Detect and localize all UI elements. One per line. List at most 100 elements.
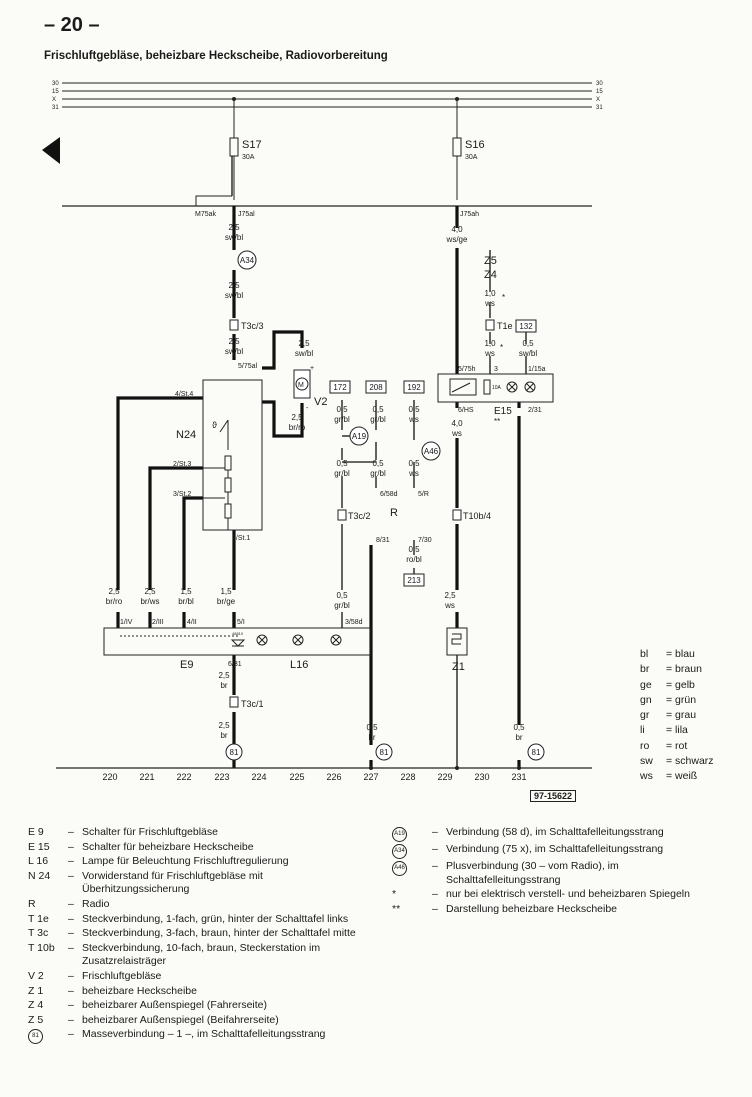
pin-2-st3: 2/St.3 [173,461,191,468]
wire-label: 0,5gr/bl [334,405,350,424]
connector-t10b4: T10b/4 [463,511,491,521]
svg-text:1,0: 1,0 [484,339,496,348]
legend-item: A46–Plusverbindung (30 – vom Radio), im … [392,860,722,887]
svg-text:br/bl: br/bl [178,597,194,606]
wire-label: 1,0ws [484,289,496,308]
color-code-row: bl= blau [640,648,695,660]
svg-text:2,5: 2,5 [228,223,240,232]
connector-t3c2: T3c/2 [348,511,371,521]
box-192: 192 [407,383,421,392]
svg-text:2,5: 2,5 [298,339,310,348]
color-code-legend: bl= blau br= braun ge= gelb gn= grün gr=… [640,647,714,785]
box-208: 208 [369,383,383,392]
wire-label: 0,5br [513,723,525,742]
svg-text:0,5: 0,5 [408,545,420,554]
svg-text:sw/bl: sw/bl [225,233,243,242]
e9-code: 48810 [232,631,244,636]
legend-item: T 10b–Steckverbindung, 10-fach, braun, S… [28,941,321,968]
legend-item: *–nur bei elektrisch verstell- und behei… [392,888,690,901]
wire-label: 0,5gr/bl [334,459,350,478]
bus-label-x-left: X [52,97,56,103]
svg-text:2,5: 2,5 [291,413,303,422]
svg-text:br/ro: br/ro [106,597,123,606]
svg-text:0,5: 0,5 [372,405,384,414]
box-132: 132 [519,322,533,331]
svg-text:1,5: 1,5 [180,587,192,596]
node-a46: A46 [424,447,439,456]
e9-switch-panel [103,627,371,656]
svg-text:0,5: 0,5 [336,405,348,414]
legend-item: Z 1–beheizbare Heckscheibe [28,984,197,997]
wire-label: 4,0ws [451,419,463,438]
wire-label: 1,5br/ge [217,587,236,606]
connector-t3c3: T3c/3 [241,321,264,331]
svg-text:2,5: 2,5 [144,587,156,596]
legend-item: Z 5–beheizbarer Außenspiegel (Beifahrers… [28,1013,279,1026]
wire-label: 2,5br [218,671,230,690]
pin-8-31: 8/31 [376,537,390,544]
svg-text:ro/bl: ro/bl [406,555,422,564]
e9-label: E9 [180,659,193,671]
svg-text:gr/bl: gr/bl [334,469,350,478]
legend-item: T 1e–Steckverbindung, 1-fach, grün, hint… [28,912,349,925]
svg-text:0,5: 0,5 [336,591,348,600]
motor-symbol: M [298,382,304,389]
component-legend: E 9–Schalter für Frischluftgebläse E 15–… [28,826,368,1045]
legend-item: **–Darstellung beheizbare Heckscheibe [392,902,618,915]
svg-text:br: br [368,733,375,742]
z1-heater-symbol [446,627,468,656]
track-number: 225 [289,772,304,782]
ground-81-b: 81 [380,748,389,757]
color-code-row: ws= weiß [640,770,698,783]
v2-motor-box [293,369,311,399]
svg-text:1,0: 1,0 [484,289,496,298]
wire-label: 2,5ws [444,591,456,610]
n24-thermal-icon: ϑ [212,420,217,430]
connector-m75ak: M75ak [195,211,217,218]
node-a19-icon: A19 [392,827,407,842]
svg-text:ws: ws [408,415,419,424]
z1-label: Z1 [452,661,465,673]
l16-label: L16 [290,659,308,671]
svg-text:br: br [220,681,227,690]
track-number: 223 [214,772,229,782]
bus-label-15-right: 15 [596,89,603,95]
node-a34-icon: A34 [392,844,407,859]
wire-label: 0,5ws [408,459,420,478]
wire-label: 0,5br [366,723,378,742]
connector-t3c1: T3c/1 [241,699,264,709]
color-code-row: li= lila [640,724,688,737]
svg-text:gr/bl: gr/bl [370,469,386,478]
wire-label: 2,5br/ro [106,587,123,606]
legend-item: L 16–Lampe für Beleuchtung Frischluftreg… [28,855,289,868]
wire-label: 4,0ws/ge [446,225,468,244]
wire-label: 0,5gr/bl [334,591,350,610]
svg-text:2,5: 2,5 [228,337,240,346]
wire-label: 0,5sw/bl [519,339,537,358]
legend-item: A19–Verbindung (58 d), im Schalttafellei… [392,826,722,842]
node-a34: A34 [240,256,255,265]
legend-item: R–Radio [28,897,110,910]
track-number: 228 [400,772,415,782]
svg-text:2,5: 2,5 [228,281,240,290]
svg-text:0,5: 0,5 [408,405,420,414]
svg-text:0,5: 0,5 [372,459,384,468]
wiring-diagram: 30 15 X 31 30 15 X 31 S17 30A S16 30A M7… [42,81,603,782]
legend-item: E 9–Schalter für Frischluftgebläse [28,826,218,838]
box-213: 213 [407,576,421,585]
svg-text:sw/bl: sw/bl [225,291,243,300]
wire-label: 2,5br/ro [289,413,306,432]
e15-fuse-label: 10A [492,385,502,391]
bus-label-30-right: 30 [596,81,603,87]
wire-label: 2,5br [218,721,230,740]
n24-label: N24 [176,429,196,441]
node-a46-icon: A46 [392,861,407,876]
wire-label: 2,5sw/bl [295,339,313,358]
pin-6-31: 6/31 [228,661,242,668]
figure-id: 97-15622 [530,790,577,802]
fuse-s16-rating: 30A [465,154,478,161]
fuse-s17-name: S17 [242,139,262,151]
ground-81-icon: 81 [28,1029,43,1045]
pin-5-i: 5/I [237,619,245,626]
connector-t1e: T1e [497,321,513,331]
